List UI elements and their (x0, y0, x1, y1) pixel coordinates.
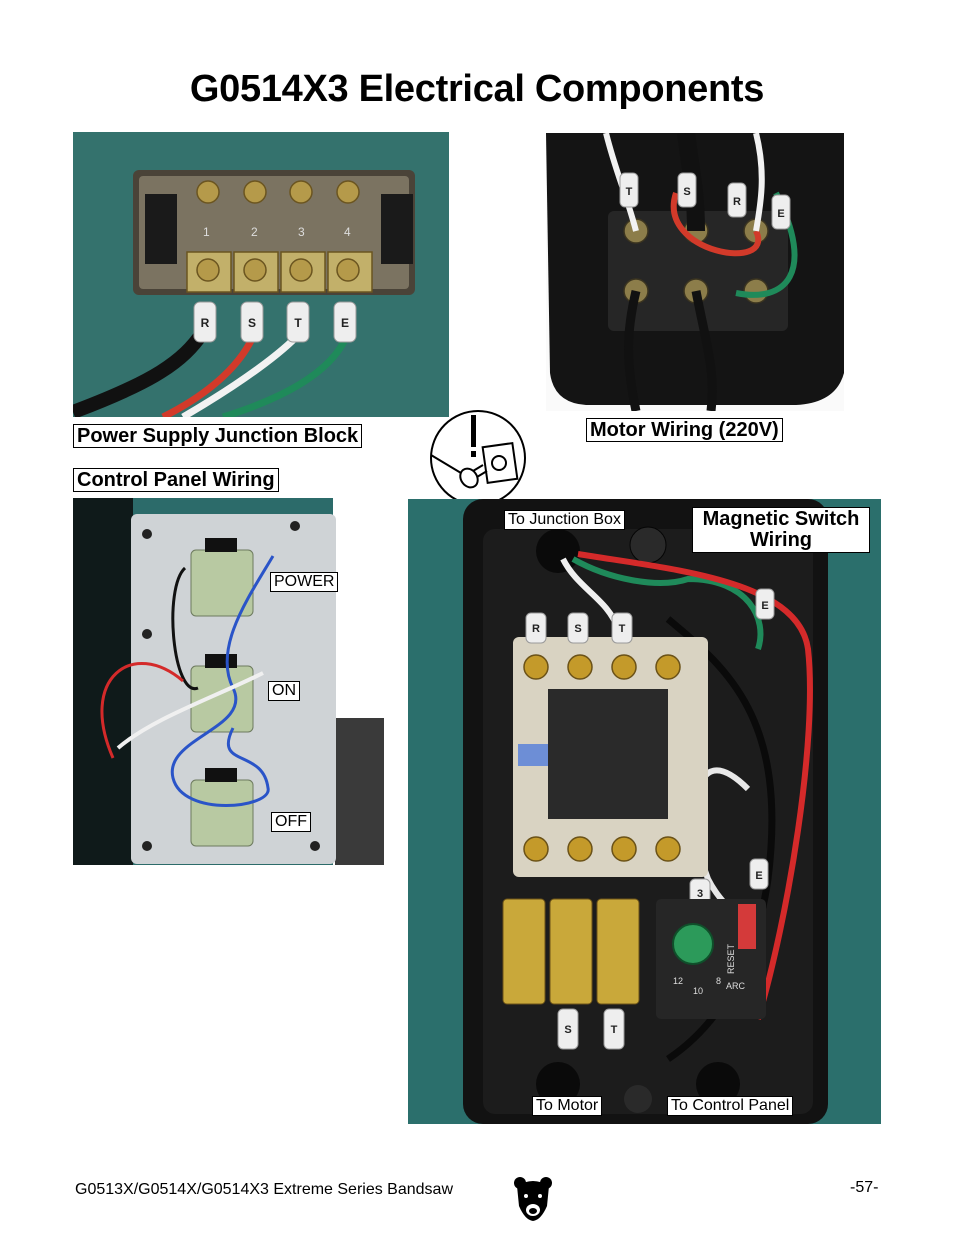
to-junction-box-label: To Junction Box (504, 510, 625, 530)
dial-12: 12 (673, 976, 683, 986)
on-button-label: ON (268, 681, 300, 701)
page-title: G0514X3 Electrical Components (189, 68, 765, 110)
magnetic-switch-caption-line1: Magnetic Switch (702, 508, 860, 530)
terminal-number-1: 1 (203, 225, 210, 239)
motor-wiring-caption: Motor Wiring (220V) (586, 418, 783, 442)
terminal-number-3: 3 (298, 225, 305, 239)
power-button-label: POWER (270, 572, 339, 592)
motor-tag-r: R (733, 196, 741, 208)
dial-arc-label: ARC (726, 981, 746, 991)
grizzly-bear-logo-icon (514, 1177, 552, 1221)
ms-tag-t: T (619, 623, 626, 635)
ms-tag-s-bottom: S (564, 1024, 571, 1036)
ms-tag-e-top: E (761, 600, 768, 612)
terminal-number-4: 4 (344, 225, 351, 239)
page-number: -57- (850, 1179, 879, 1196)
to-control-panel-label: To Control Panel (667, 1096, 794, 1116)
control-panel-photo (73, 498, 384, 865)
motor-wiring-photo: T S R E (546, 133, 844, 411)
ms-tag-t-bottom: T (611, 1024, 618, 1036)
dial-8: 8 (716, 976, 721, 986)
motor-tag-t: T (626, 186, 633, 198)
power-supply-junction-block-photo: 1 2 3 4 R S T E (73, 132, 449, 417)
footer-manual-title: G0513X/G0514X/G0514X3 Extreme Series Ban… (75, 1181, 453, 1198)
magnetic-switch-caption: Magnetic Switch Wiring (692, 507, 870, 553)
magnetic-switch-photo: R S T E 3 E S T 12 10 8 ARC RESET (408, 499, 881, 1124)
ms-tag-3: 3 (697, 888, 703, 900)
dial-10: 10 (693, 986, 703, 996)
wire-tag-t: T (294, 316, 302, 330)
reset-label: RESET (726, 943, 736, 974)
wire-tag-e: E (341, 316, 349, 330)
magnetic-switch-caption-line2: Wiring (749, 529, 813, 551)
wire-tag-r: R (201, 316, 210, 330)
motor-tag-e: E (777, 208, 784, 220)
to-motor-label: To Motor (532, 1096, 603, 1116)
ms-tag-r: R (532, 623, 540, 635)
wire-tag-s: S (248, 316, 256, 330)
ms-tag-s: S (574, 623, 581, 635)
control-panel-caption: Control Panel Wiring (73, 468, 279, 492)
power-supply-caption: Power Supply Junction Block (73, 424, 363, 448)
ms-tag-e-side: E (755, 870, 762, 882)
unplug-warning-icon (430, 410, 526, 506)
off-button-label: OFF (271, 812, 311, 832)
motor-tag-s: S (683, 186, 690, 198)
terminal-number-2: 2 (251, 225, 258, 239)
